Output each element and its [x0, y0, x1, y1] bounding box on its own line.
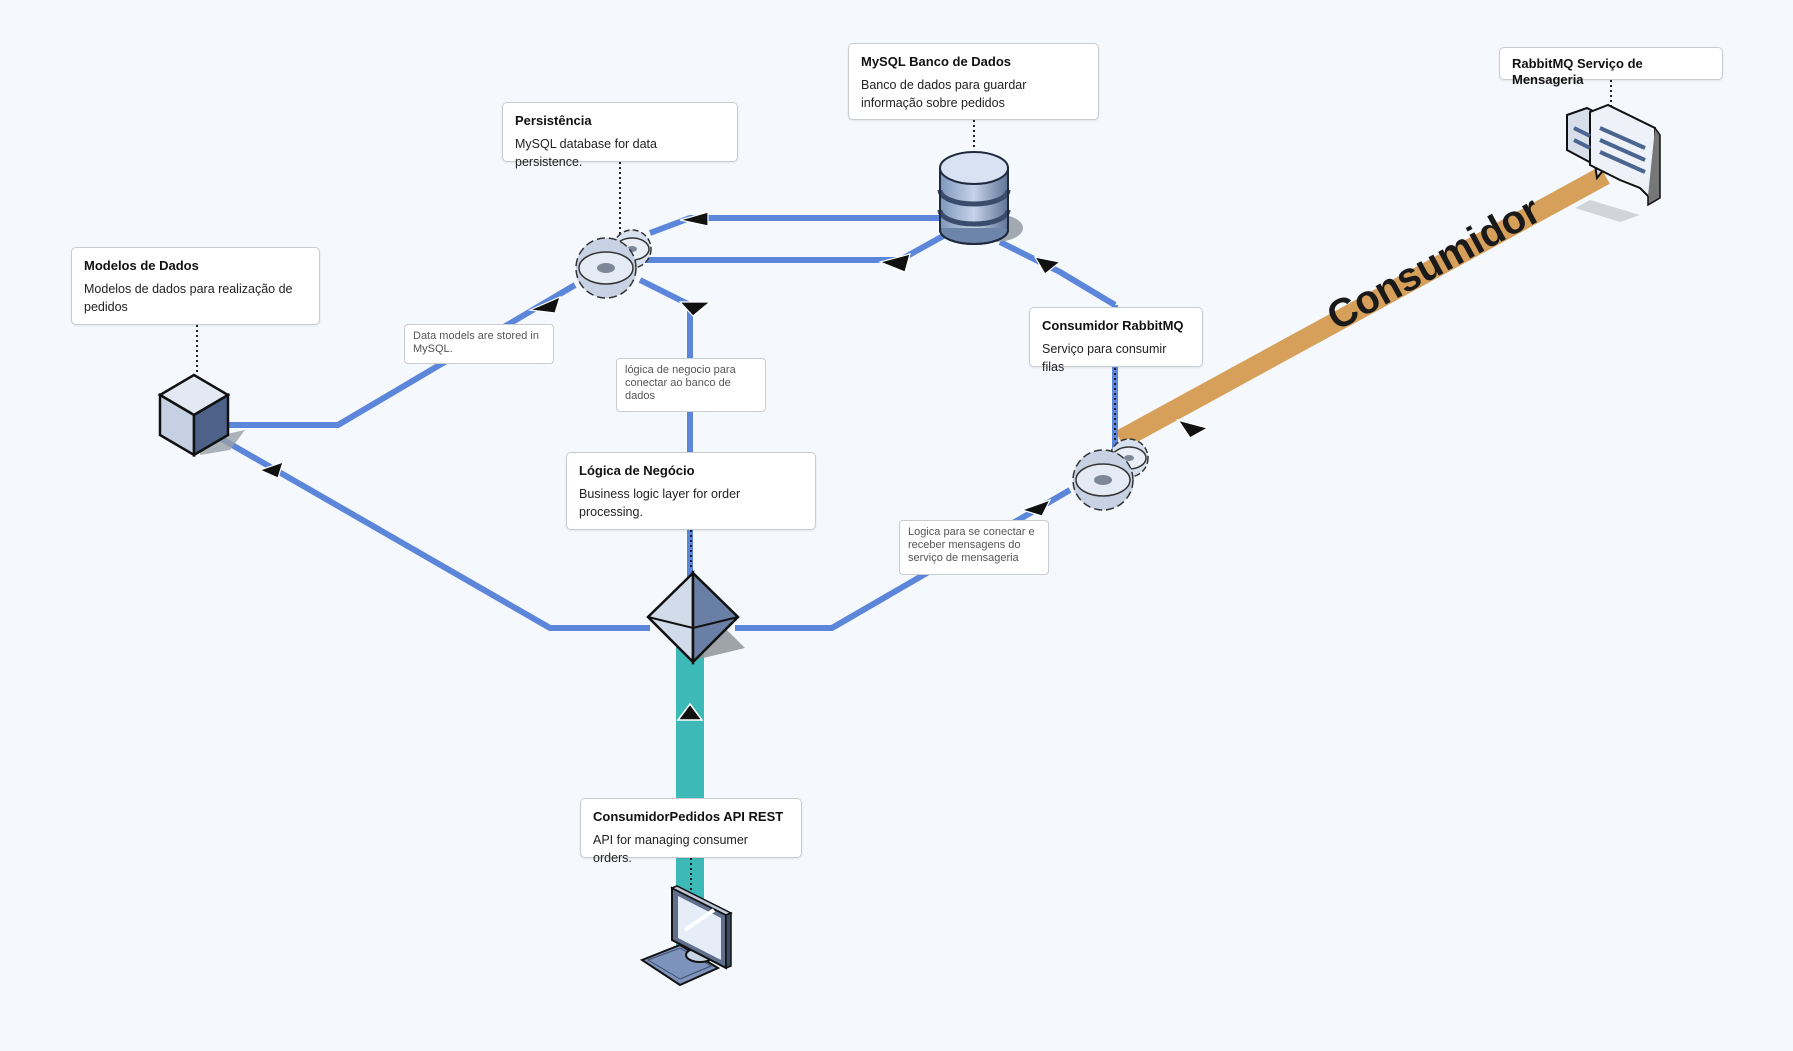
node-description: Banco de dados para guardar informação s… — [861, 78, 1027, 110]
node-card-rabbitmq[interactable]: RabbitMQ Serviço de Mensageria — [1499, 47, 1723, 87]
edge-consumidor-mysql — [998, 239, 1117, 308]
dotted-connectors — [196, 80, 1612, 895]
node-card-mysql[interactable]: MySQL Banco de Dados Banco de dados para… — [848, 43, 1099, 120]
node-description: MySQL database for data persistence. — [515, 137, 657, 169]
node-description: API for managing consumer orders. — [593, 833, 748, 865]
node-title: Persistência — [515, 113, 592, 128]
node-description: Modelos de dados para realização de pedi… — [84, 282, 293, 314]
node-title: Consumidor RabbitMQ — [1042, 318, 1184, 333]
node-card-persistencia[interactable]: Persistência MySQL database for data per… — [502, 102, 738, 169]
edge-label-text: lógica de negocio para conectar ao banco… — [625, 364, 736, 402]
node-card-logica[interactable]: Lógica de Negócio Business logic layer f… — [566, 452, 816, 530]
gears-icon — [575, 229, 652, 299]
node-card-api[interactable]: ConsumidorPedidos API REST API for manag… — [580, 798, 802, 865]
diamond-icon — [646, 570, 745, 666]
monitor-keyboard-icon — [639, 885, 733, 987]
node-title: RabbitMQ Serviço de Mensageria — [1512, 56, 1643, 87]
node-title: Modelos de Dados — [84, 258, 199, 273]
node-card-modelos[interactable]: Modelos de Dados Modelos de dados para r… — [71, 247, 320, 325]
edge-label-modelos-persistencia: Data models are stored in MySQL. — [404, 324, 554, 364]
edge-label-text: Data models are stored in MySQL. — [413, 330, 539, 355]
arrowhead — [1176, 418, 1210, 439]
node-description: Serviço para consumir filas — [1042, 342, 1167, 374]
edge-label-logica-persistencia: lógica de negocio para conectar ao banco… — [616, 358, 766, 412]
cube-icon — [157, 373, 245, 458]
node-description: Business logic layer for order processin… — [579, 487, 741, 519]
arrowhead — [676, 702, 704, 721]
edge-label-consumidor: Consumidor — [1320, 188, 1548, 339]
node-card-consumidor-rabbitmq[interactable]: Consumidor RabbitMQ Serviço para consumi… — [1029, 307, 1203, 374]
gears-icon — [1072, 438, 1149, 511]
node-title: Lógica de Negócio — [579, 463, 695, 478]
message-bubbles-icon — [1566, 103, 1661, 222]
node-title: ConsumidorPedidos API REST — [593, 809, 784, 824]
edge-label-text: Logica para se conectar e receber mensag… — [908, 526, 1035, 564]
edge-logica-modelos — [218, 435, 650, 631]
edge-label-logica-consumidor: Logica para se conectar e receber mensag… — [899, 520, 1049, 575]
database-icon — [937, 151, 1023, 245]
blue-arrowheads — [258, 211, 1062, 517]
node-title: MySQL Banco de Dados — [861, 54, 1012, 69]
